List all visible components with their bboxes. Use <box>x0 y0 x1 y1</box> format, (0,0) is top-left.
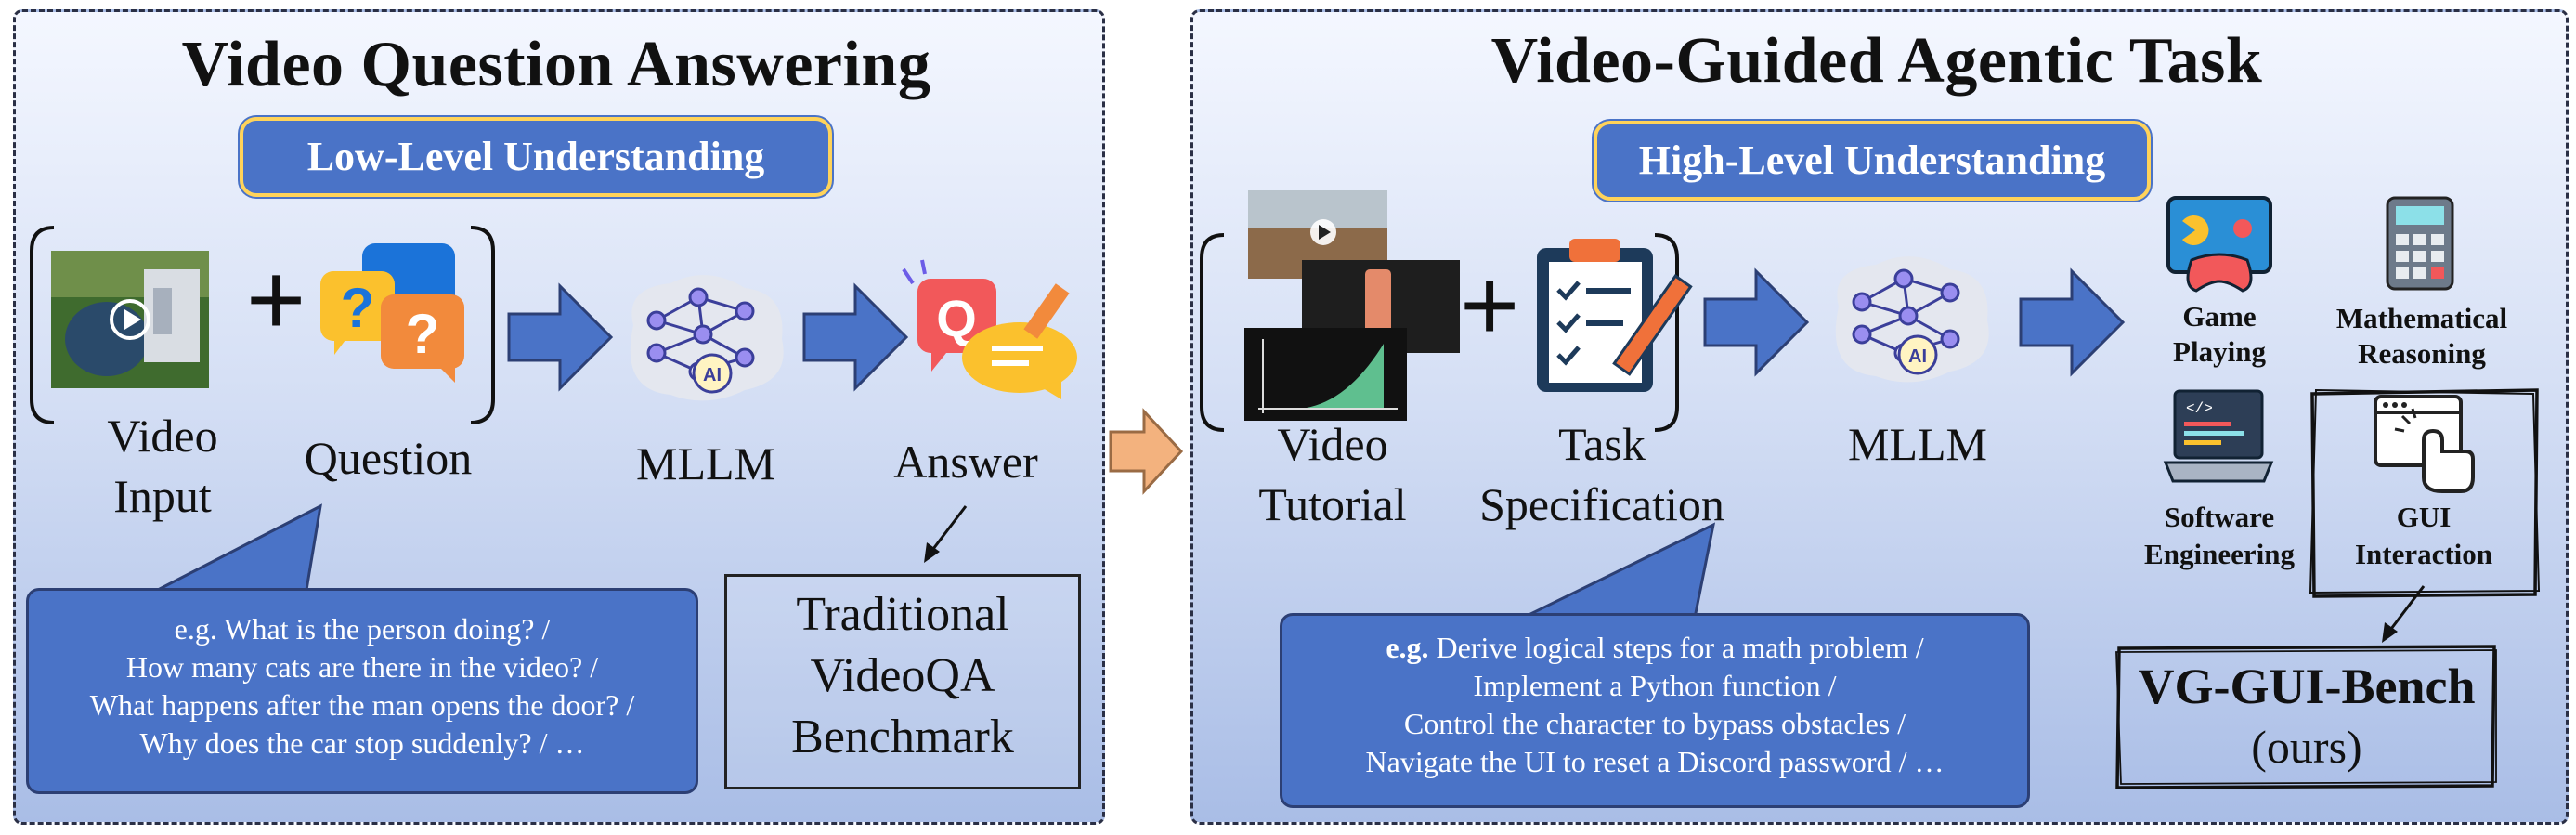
task-example-prefix: e.g. <box>1386 631 1429 664</box>
arrow-right-icon <box>802 282 909 392</box>
vg-gui-bench-title: VG-GUI-Bench <box>2138 659 2476 714</box>
example-question-1: e.g. What is the person doing? / <box>174 612 551 646</box>
arrow-right-icon <box>1703 267 1810 377</box>
software-engineering-label-line1: Software <box>2164 501 2275 533</box>
left-panel-title: Video Question Answering <box>181 29 931 100</box>
gui-click-icon <box>2374 395 2475 493</box>
gui-interaction-label-line2: Interaction <box>2354 538 2493 570</box>
gui-interaction-label-line1: GUI <box>2396 501 2452 533</box>
example-question-3: What happens after the man opens the doo… <box>89 688 635 722</box>
task-spec-label-line2: Specification <box>1479 478 1724 530</box>
svg-text:Q: Q <box>936 289 977 347</box>
task-example-3: Control the character to bypass obstacle… <box>1403 707 1906 740</box>
laptop-code-icon: </> <box>2163 389 2274 483</box>
example-question-4: Why does the car stop suddenly? / … <box>139 726 585 760</box>
question-bubbles-icon: ? ? <box>320 243 464 383</box>
calculator-icon <box>2386 196 2454 291</box>
task-example-1: e.g. Derive logical steps for a math pro… <box>1282 629 2027 667</box>
svg-text:?: ? <box>406 303 440 365</box>
right-panel-banner: High-Level Understanding <box>1594 121 2151 201</box>
game-controller-icon <box>2166 196 2272 293</box>
task-example-bubble-tail <box>1522 522 1716 620</box>
video-input-thumbnail <box>51 251 209 388</box>
answer-label: Answer <box>893 436 1038 488</box>
mllm-label-left: MLLM <box>636 437 775 489</box>
traditional-videoqa-benchmark-box: Traditional VideoQA Benchmark <box>724 574 1081 789</box>
tutorial-spec-bracket <box>1200 233 1679 432</box>
math-reasoning-label-line1: Mathematical <box>2335 302 2508 334</box>
task-clipboard-icon <box>1537 239 1693 392</box>
example-questions-bubble: e.g. What is the person doing? / How man… <box>26 588 698 794</box>
right-panel-title: Video-Guided Agentic Task <box>1490 25 2263 97</box>
example-bubble-tail <box>157 503 322 592</box>
benchmark-line-3: Benchmark <box>791 711 1014 763</box>
benchmark-line-1: Traditional <box>796 588 1009 641</box>
transition-arrow-icon <box>1109 408 1184 495</box>
arrow-right-icon <box>2019 267 2126 377</box>
arrow-down-left-icon <box>2382 585 2426 643</box>
video-input-label-line1: Video <box>107 410 218 462</box>
vg-gui-bench-frame <box>2115 645 2497 789</box>
left-panel-banner: Low-Level Understanding <box>240 117 832 197</box>
game-playing-label-line2: Playing <box>2173 335 2266 368</box>
svg-text:?: ? <box>341 277 375 339</box>
mllm-network-icon: AI <box>630 275 784 401</box>
mllm-label-right: MLLM <box>1848 418 1987 470</box>
video-question-bracket <box>30 226 495 424</box>
arrow-down-left-icon <box>924 505 968 563</box>
video-tutorial-thumbnails <box>1244 190 1460 421</box>
task-example-1-text: Derive logical steps for a math problem … <box>1436 631 1924 664</box>
example-question-2: How many cats are there in the video? / <box>125 650 599 684</box>
svg-text:AI: AI <box>703 365 722 385</box>
game-playing-label-line1: Game <box>2182 300 2257 333</box>
task-examples-bubble: e.g. Derive logical steps for a math pro… <box>1280 613 2030 808</box>
svg-text:</>: </> <box>2186 400 2213 417</box>
task-example-2: Implement a Python function / <box>1473 669 1837 702</box>
question-label: Question <box>304 432 473 484</box>
arrow-right-icon <box>507 282 614 392</box>
vg-gui-bench-note: (ours) <box>2251 721 2362 773</box>
video-input-label-line2: Input <box>113 470 212 522</box>
svg-text:AI: AI <box>1908 346 1927 367</box>
task-example-4: Navigate the UI to reset a Discord passw… <box>1365 745 1945 778</box>
software-engineering-label-line2: Engineering <box>2144 538 2295 570</box>
plus-sign: + <box>246 242 306 357</box>
plus-sign: + <box>1460 248 1520 362</box>
task-spec-label-line1: Task <box>1558 418 1646 470</box>
answer-chat-icon: Q <box>902 259 1077 399</box>
video-tutorial-label-line1: Video <box>1277 418 1388 470</box>
gui-interaction-frame <box>2309 388 2541 598</box>
mllm-network-icon: AI <box>1835 256 1989 383</box>
math-reasoning-label-line2: Reasoning <box>2358 337 2486 370</box>
video-tutorial-label-line2: Tutorial <box>1258 478 1407 530</box>
benchmark-line-2: VideoQA <box>810 649 995 702</box>
